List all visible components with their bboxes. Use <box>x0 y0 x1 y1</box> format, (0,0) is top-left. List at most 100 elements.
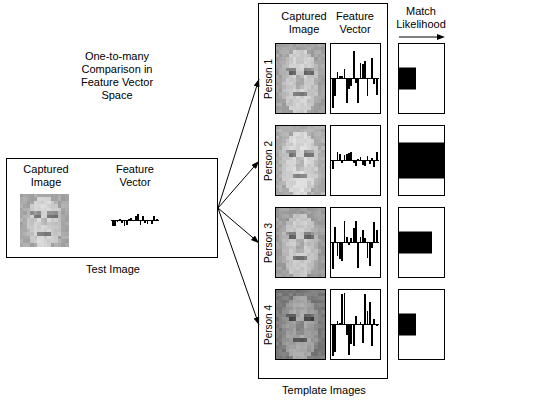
face-pixel <box>286 300 290 304</box>
face-pixel <box>44 243 48 247</box>
face-pixel <box>314 188 318 192</box>
face-pixel <box>321 296 325 300</box>
face-pixel <box>289 345 293 349</box>
face-pixel <box>296 335 300 339</box>
face-pixel <box>282 178 286 182</box>
image-frame <box>331 126 381 196</box>
vector-bar <box>350 152 352 160</box>
face-pixel <box>27 201 31 205</box>
face-pixel <box>300 356 304 360</box>
face-pixel <box>307 171 311 175</box>
face-pixel <box>300 300 304 304</box>
vector-bar <box>144 220 146 223</box>
face-pixel <box>279 345 283 349</box>
face-pixel <box>321 335 325 339</box>
face-pixel <box>318 263 322 267</box>
face-pixel <box>41 225 45 229</box>
face-pixel <box>282 328 286 332</box>
face-pixel <box>289 164 293 168</box>
face-pixel <box>307 260 311 264</box>
face-pixel <box>289 328 293 332</box>
face-pixel <box>279 181 283 185</box>
face-pixel <box>307 157 311 161</box>
face-pixel <box>279 89 283 93</box>
vector-bar <box>341 76 343 78</box>
face-pixel <box>318 345 322 349</box>
face-pixel <box>307 71 311 75</box>
face-pixel <box>293 160 297 164</box>
face-pixel <box>282 129 286 133</box>
face-pixel <box>279 246 283 250</box>
face-pixel <box>23 236 27 240</box>
face-pixel <box>311 178 315 182</box>
face-pixel <box>286 167 290 171</box>
face-pixel <box>282 317 286 321</box>
face-pixel <box>318 57 322 61</box>
face-pixel <box>304 192 308 196</box>
face-pixel <box>318 132 322 136</box>
face-pixel <box>311 64 315 68</box>
face-pixel <box>321 218 325 222</box>
face-pixel <box>23 215 27 219</box>
vector-bar <box>341 242 343 261</box>
face-pixel <box>44 208 48 212</box>
face-pixel <box>300 160 304 164</box>
vector-bar <box>153 216 155 220</box>
face-pixel <box>296 68 300 72</box>
face-pixel <box>296 296 300 300</box>
face-pixel <box>289 153 293 157</box>
face-pixel <box>318 136 322 140</box>
vector-bar <box>355 221 357 242</box>
face-pixel <box>311 310 315 314</box>
face-pixel <box>293 310 297 314</box>
face-pixel <box>286 185 290 189</box>
face-pixel <box>314 352 318 356</box>
face-pixel <box>58 243 62 247</box>
face-pixel <box>300 54 304 58</box>
face-pixel <box>307 92 311 96</box>
face-pixel <box>296 338 300 342</box>
face-pixel <box>304 263 308 267</box>
vector-bar <box>135 216 137 220</box>
face-pixel <box>58 236 62 240</box>
vector-bar <box>369 302 371 324</box>
face-pixel <box>296 157 300 161</box>
vector-bar <box>119 219 121 220</box>
image-frame <box>276 44 326 114</box>
face-pixel <box>289 103 293 107</box>
face-pixel <box>314 61 318 65</box>
face-pixel <box>27 208 31 212</box>
face-pixel <box>279 167 283 171</box>
face-pixel <box>286 68 290 72</box>
face-pixel <box>34 218 38 222</box>
vector-bar <box>353 324 355 346</box>
face-pixel <box>318 260 322 264</box>
face-pixel <box>296 218 300 222</box>
face-pixel <box>318 153 322 157</box>
face-pixel <box>307 57 311 61</box>
face-pixel <box>304 345 308 349</box>
face-pixel <box>314 328 318 332</box>
face-pixel <box>307 143 311 147</box>
face-pixel <box>321 171 325 175</box>
face-pixel <box>51 222 55 226</box>
face-pixel <box>286 150 290 154</box>
face-pixel <box>51 208 55 212</box>
vector-bar <box>334 160 336 161</box>
face-pixel <box>314 293 318 297</box>
face-pixel <box>293 331 297 335</box>
face-pixel <box>314 232 318 236</box>
face-pixel <box>307 160 311 164</box>
face-pixel <box>304 321 308 325</box>
face-pixel <box>321 153 325 157</box>
face-pixel <box>321 211 325 215</box>
face-pixel <box>304 221 308 225</box>
face-pixel <box>282 274 286 278</box>
vector-bar <box>376 152 378 160</box>
face-pixel <box>296 185 300 189</box>
face-pixel <box>61 232 65 236</box>
face-pixel <box>300 310 304 314</box>
face-pixel <box>44 201 48 205</box>
face-pixel <box>20 225 24 229</box>
face-pixel <box>321 64 325 68</box>
